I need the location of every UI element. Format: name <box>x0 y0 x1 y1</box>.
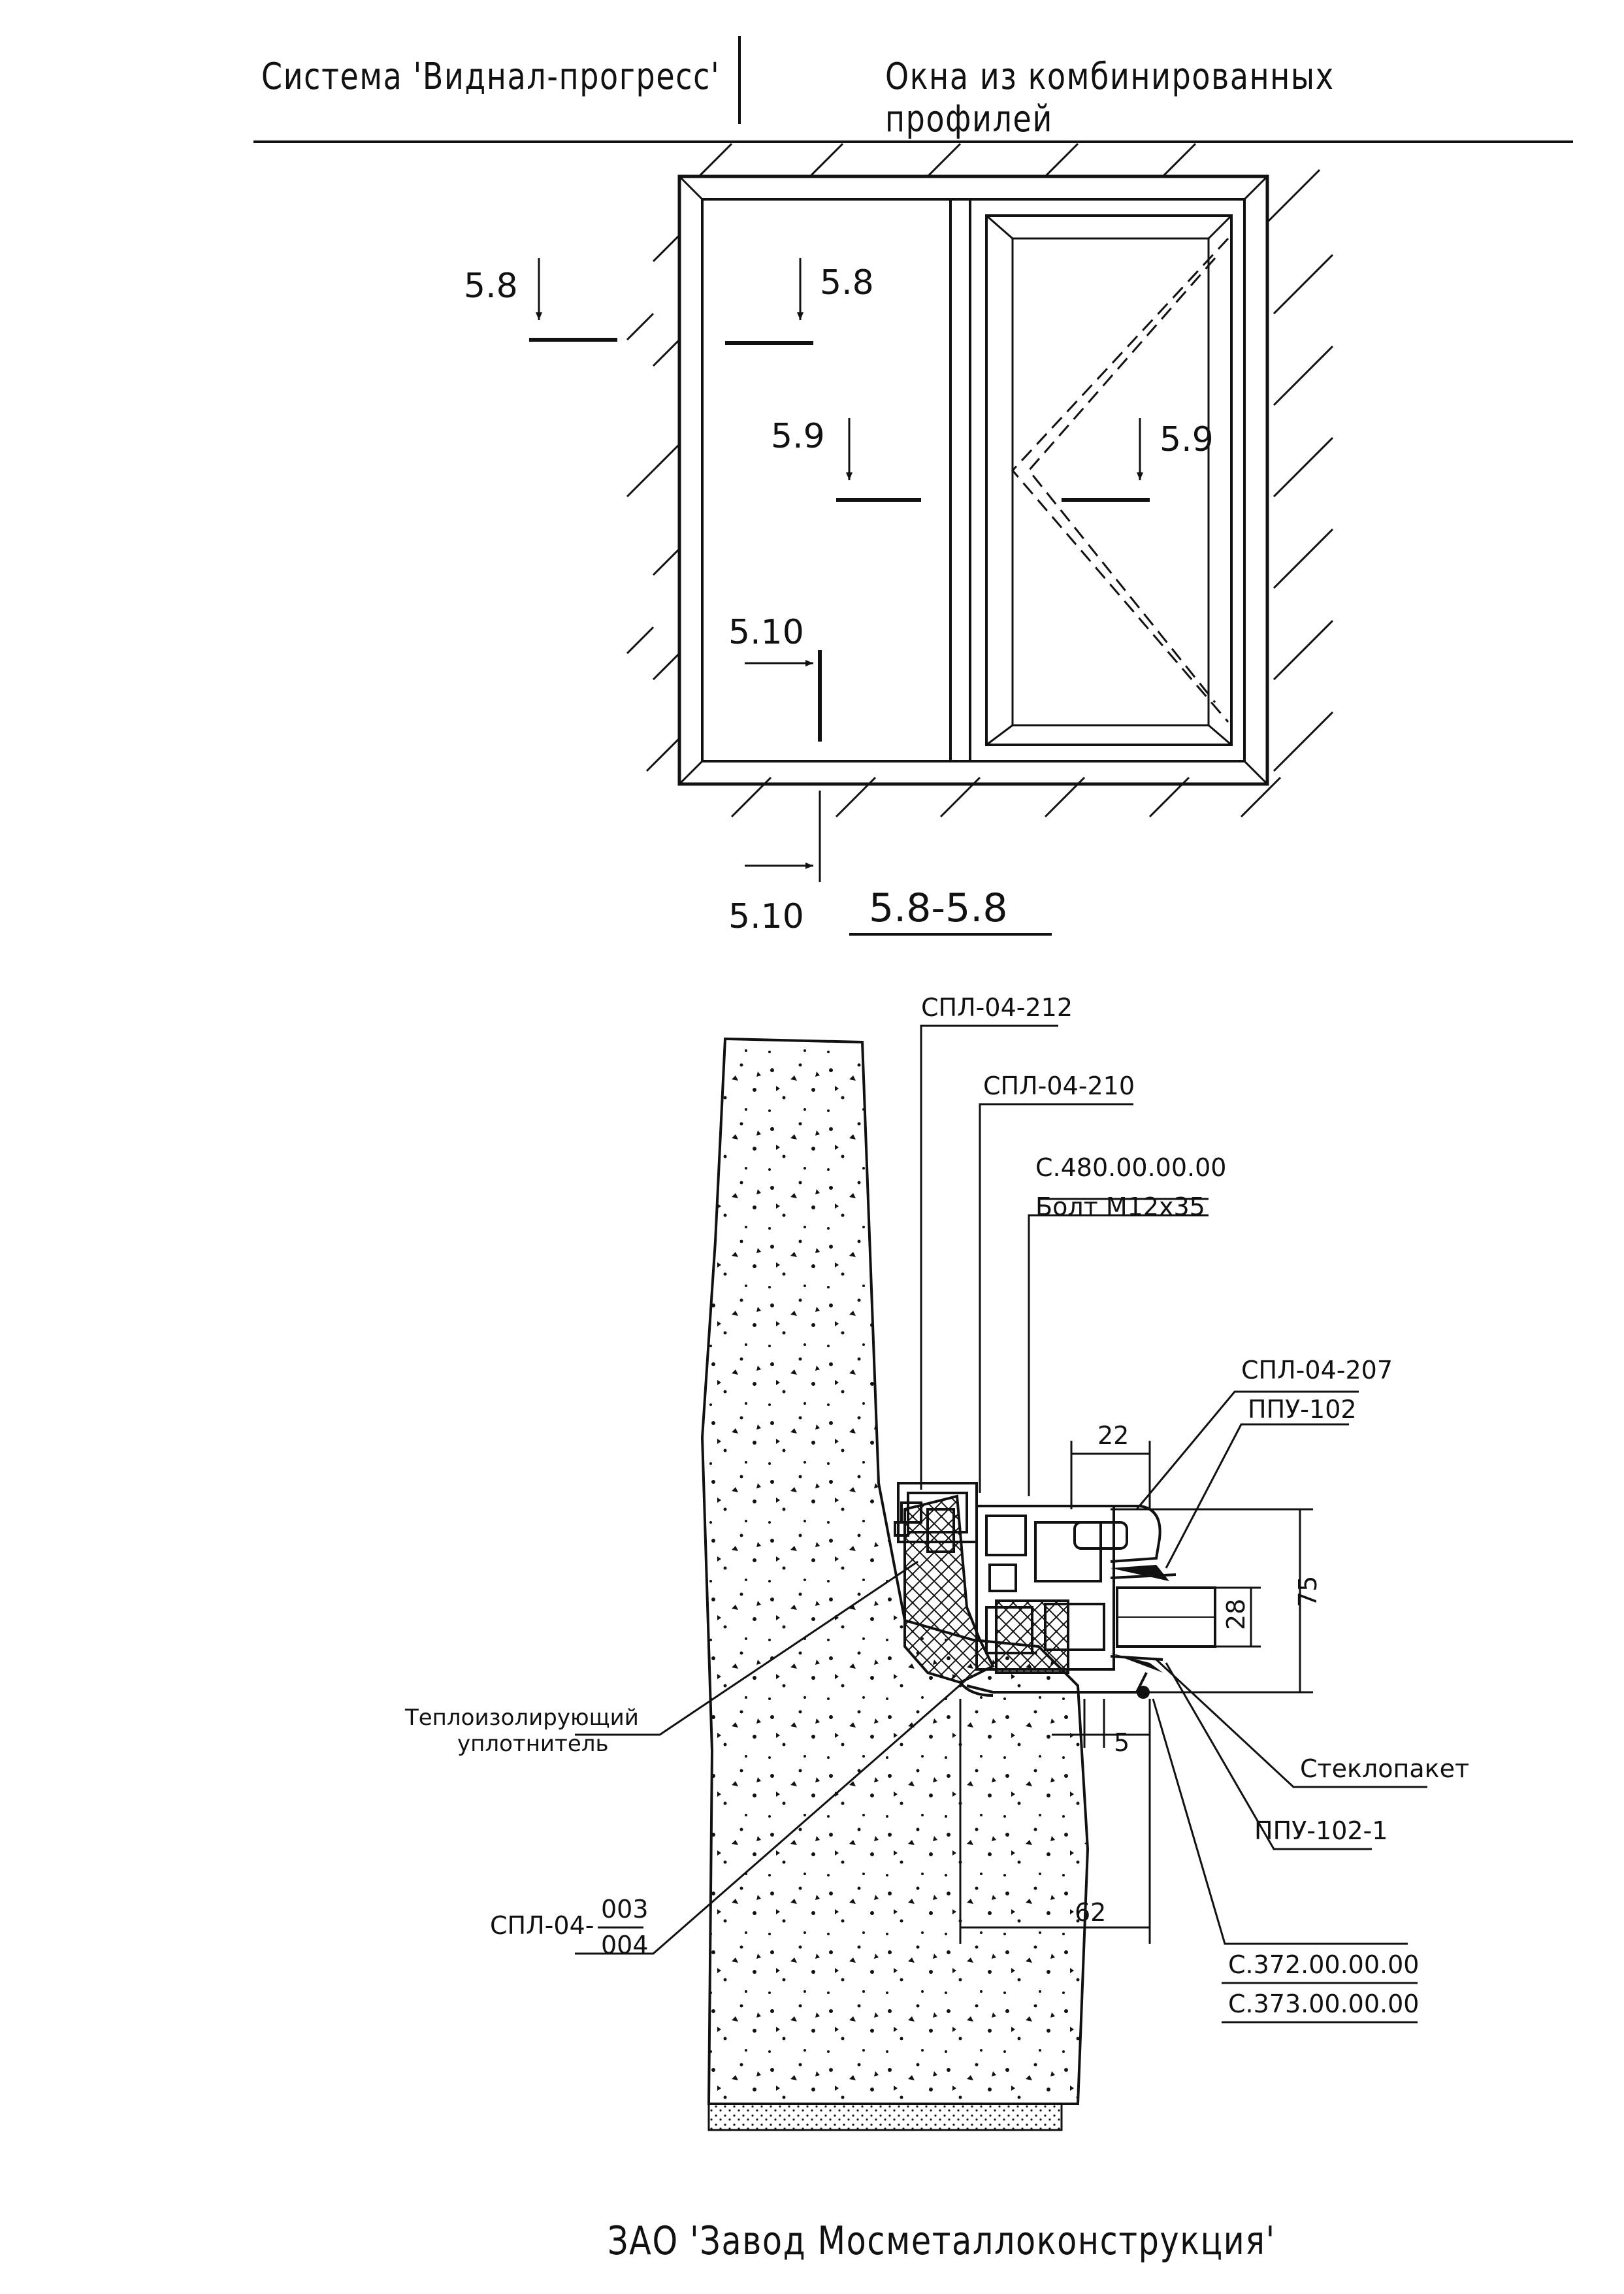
callout-ppu-102: ППУ-102 <box>1248 1395 1357 1424</box>
section-mark-5-10-top: 5.10 <box>728 613 822 742</box>
callout-c373: С.373.00.00.00 <box>1228 1990 1419 2018</box>
window-elevation: 5.8 5.8 5.9 5.9 5.10 <box>464 142 1334 936</box>
section-label: 5.9 <box>771 417 825 456</box>
section-mark-5-10-bottom: 5.10 <box>728 791 821 936</box>
callout-insulation-1: Теплоизолирующий <box>404 1705 639 1731</box>
callout-glass-unit: Стеклопакет <box>1300 1754 1469 1783</box>
view-title: 5.8-5.8 <box>849 885 1052 936</box>
section-mark-5-9-right: 5.9 <box>1062 418 1214 502</box>
callout-spl-04-207: СПЛ-04-207 <box>1241 1356 1393 1385</box>
manufacturer-footer: ЗАО 'Завод Mосметаллоконструкция' <box>608 2218 1276 2264</box>
inner-frame <box>701 198 1246 762</box>
hinge-opening-lines <box>1011 237 1229 723</box>
callout-spl-003: 003 <box>601 1895 649 1924</box>
plaster-layer <box>707 2103 1063 2131</box>
gasket-top <box>1111 1565 1169 1581</box>
section-detail: 22 75 28 5 62 СПЛ-04-212 СПЛ-04-210 С.48… <box>404 993 1469 2131</box>
callout-spl-prefix: СПЛ-04- <box>490 1911 594 1940</box>
callout-spl-004: 004 <box>601 1931 649 1959</box>
dimension-75: 75 <box>1293 1576 1322 1607</box>
opening-sash <box>985 214 1233 746</box>
dimension-lines <box>959 1441 1313 1944</box>
callout-bolt: Болт М12х35 <box>1035 1192 1205 1221</box>
callout-c480: С.480.00.00.00 <box>1035 1153 1226 1182</box>
sheet-title: Окна из комбинированных профилей <box>885 56 1335 140</box>
section-label: 5.10 <box>728 613 804 652</box>
dimension-62: 62 <box>1075 1898 1106 1927</box>
insulating-seal <box>903 1494 995 1684</box>
section-mark-5-8-left: 5.8 <box>464 258 617 342</box>
leader-lines <box>575 1024 1427 1955</box>
system-name: Система 'Виднал-прогресс' <box>261 56 721 98</box>
section-label: 5.8 <box>464 267 518 306</box>
callout-spl-04-210: СПЛ-04-210 <box>983 1072 1135 1100</box>
gasket-bottom <box>1111 1653 1163 1673</box>
section-view-label: 5.8-5.8 <box>869 885 1008 931</box>
section-mark-5-8-right: 5.8 <box>725 258 874 345</box>
section-label: 5.9 <box>1160 420 1214 459</box>
dimension-5: 5 <box>1114 1728 1129 1757</box>
section-label: 5.8 <box>820 263 874 303</box>
header-rule <box>253 140 1573 143</box>
dimension-28: 28 <box>1222 1599 1250 1630</box>
section-label: 5.10 <box>728 897 804 936</box>
callout-c372: С.372.00.00.00 <box>1228 1950 1419 1979</box>
wall-hatching <box>626 142 1334 818</box>
dimension-22: 22 <box>1097 1421 1129 1450</box>
outer-frame <box>677 174 1269 786</box>
concrete-wall <box>700 1037 1090 2105</box>
callout-ppu-102-1: ППУ-102-1 <box>1254 1816 1388 1845</box>
thermal-break <box>995 1599 1069 1674</box>
callout-insulation-2: уплотнитель <box>457 1731 609 1757</box>
callout-spl-04-212: СПЛ-04-212 <box>921 993 1073 1022</box>
callout-labels: СПЛ-04-212 СПЛ-04-210 С.480.00.00.00 Бол… <box>404 993 1469 2024</box>
section-mark-5-9-left: 5.9 <box>771 417 921 502</box>
header-separator <box>738 36 741 124</box>
glass-unit <box>1110 1573 1216 1661</box>
